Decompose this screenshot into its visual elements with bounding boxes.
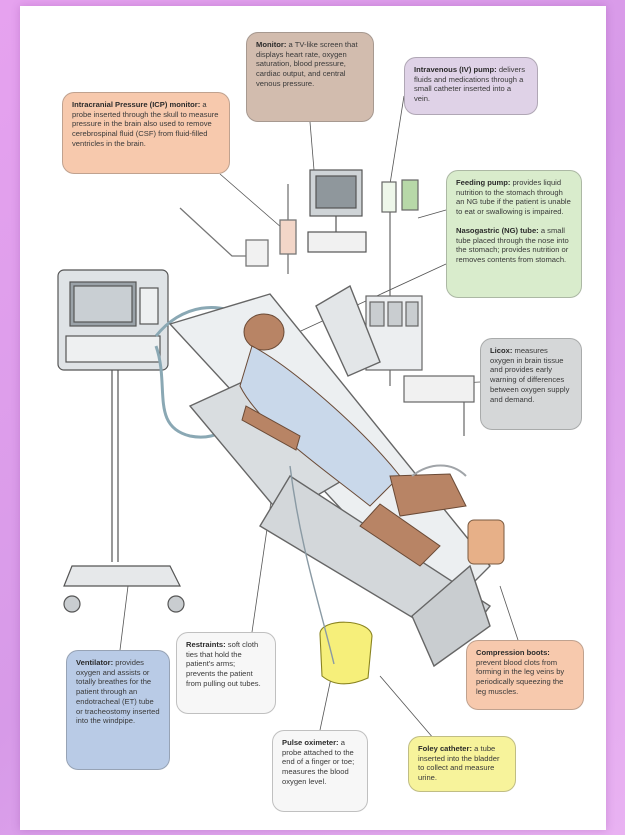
icp-monitor-callout: Intracranial Pressure (ICP) monitor: a p… xyxy=(62,92,230,174)
restraints-callout: Restraints: soft cloth ties that hold th… xyxy=(176,632,276,714)
foley-catheter-title: Foley catheter: xyxy=(418,744,472,753)
pulse-oximeter-callout: Pulse oximeter: a probe attached to the … xyxy=(272,730,368,812)
iv-leader-line xyxy=(390,96,404,184)
ventilator-title: Ventilator: xyxy=(76,658,113,667)
licox-callout: Licox: measures oxygen in brain tissue a… xyxy=(480,338,582,430)
monitor-callout: Monitor: a TV-like screen that displays … xyxy=(246,32,374,122)
ng-tube-title: Nasogastric (NG) tube: xyxy=(456,226,539,235)
vital-signs-monitor xyxy=(308,170,366,252)
ventilator-machine xyxy=(58,270,184,612)
compression-boots-title: Compression boots: xyxy=(476,648,550,657)
foley-catheter-callout: Foley catheter: a tube inserted into the… xyxy=(408,736,516,792)
feeding-leader-line xyxy=(418,210,446,218)
monitor-leader-line xyxy=(310,122,314,170)
feeding-pump-block: Feeding pump: provides liquid nutrition … xyxy=(456,178,572,217)
iv-pump-callout: Intravenous (IV) pump: delivers fluids a… xyxy=(404,57,538,115)
restraints-title: Restraints: xyxy=(186,640,226,649)
icp-leader-line xyxy=(220,174,282,228)
ventilator-callout: Ventilator: provides oxygen and assists … xyxy=(66,650,170,770)
ventilator-text: provides oxygen and assists or totally b… xyxy=(76,658,160,725)
monitor-title: Monitor: xyxy=(256,40,286,49)
icp-monitor-pole xyxy=(180,184,296,274)
icp-monitor-title: Intracranial Pressure (ICP) monitor: xyxy=(72,100,200,109)
feeding-pump-title: Feeding pump: xyxy=(456,178,510,187)
compression-boots-callout: Compression boots: prevent blood clots f… xyxy=(466,640,584,710)
iv-pump-title: Intravenous (IV) pump: xyxy=(414,65,497,74)
compression-boots-text: prevent blood clots from forming in the … xyxy=(476,658,564,696)
ng-tube-block: Nasogastric (NG) tube: a small tube plac… xyxy=(456,226,572,265)
licox-title: Licox: xyxy=(490,346,512,355)
foley-bag xyxy=(320,622,372,684)
compression-leader-line xyxy=(500,586,518,640)
feeding-pump-callout: Feeding pump: provides liquid nutrition … xyxy=(446,170,582,298)
pulse-oximeter-title: Pulse oximeter: xyxy=(282,738,339,747)
licox-device xyxy=(404,376,474,436)
